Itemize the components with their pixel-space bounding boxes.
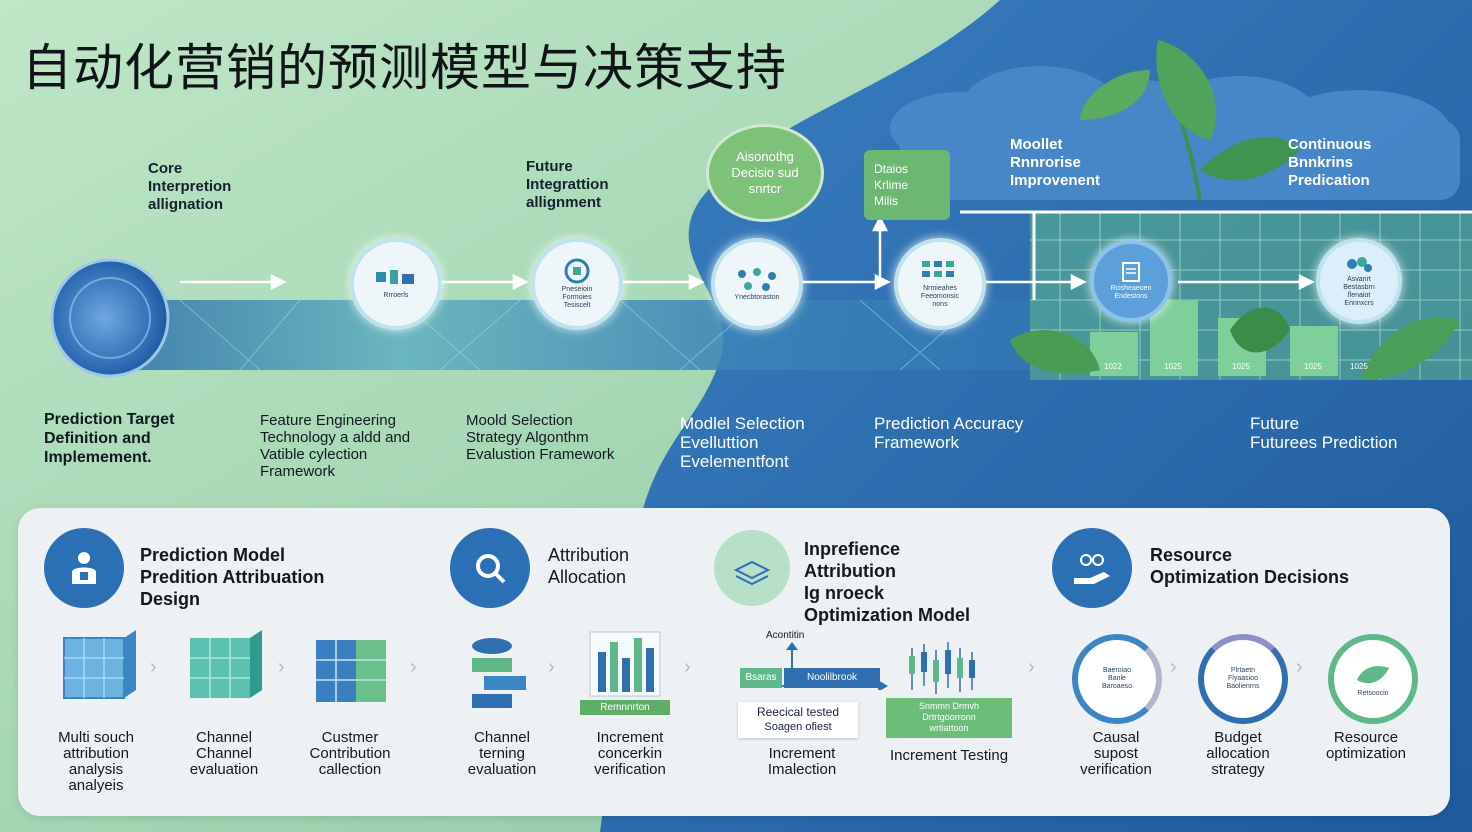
- section-1-badge: [44, 528, 124, 608]
- grid-icon: [922, 261, 954, 277]
- step-caption-6: Increment Imalection: [767, 745, 837, 778]
- ring-2: Plrtaetn Flyaasioo Baolienrns: [1198, 634, 1288, 724]
- section-3-badge: [714, 530, 790, 606]
- person-icon: [72, 552, 96, 584]
- gauge-icon: [564, 258, 590, 284]
- node-4: Nrmieahes Feeomonsic nons: [894, 238, 986, 330]
- decision-bubble-text: Aisonothg Decisio sud snrtcr: [731, 149, 799, 196]
- arrow-5: ›: [684, 656, 691, 678]
- node-1: Rrroerls: [350, 238, 442, 330]
- mid-label-3: Moold Selection Strategy Algonthm Evalus…: [466, 412, 615, 463]
- network-icon: [738, 268, 776, 291]
- top-label-model: Moollet Rnnrorise Improvenent: [1010, 136, 1101, 189]
- node-6-text: Asvanrt Bestasbrn flenaiot Ennnxcrs: [1343, 276, 1375, 307]
- arrow-4: ›: [548, 656, 555, 678]
- section-1-title: Prediction Model Predition Attribuation …: [140, 545, 325, 609]
- arrow-1: ›: [150, 656, 157, 678]
- step-caption-2: Channel Channel evaluation: [189, 729, 259, 778]
- stack-icon: [733, 560, 771, 586]
- arrow-6: ›: [1028, 656, 1035, 678]
- mid-label-2: Feature Engineering Technology a aldd an…: [260, 412, 411, 480]
- bsaras-tag: Bsaras: [740, 668, 782, 688]
- mid-label-5: Prediction Accuracy Framework: [874, 414, 1024, 452]
- hand-coins-icon: [1074, 554, 1110, 584]
- step-caption-7: Increment Testing: [889, 747, 1009, 764]
- ring-1-text: Baeroiao Banle Baroaeso: [1102, 667, 1132, 690]
- section-2-title: Attribution Allocation: [548, 545, 630, 587]
- ring-2-text: Plrtaetn Flyaasioo Baolienrns: [1226, 667, 1260, 690]
- node-2: Pneseioin Formoies Tesiscelt: [531, 238, 623, 330]
- bar-panel-icon: [589, 631, 661, 697]
- chart-label-5: 1025: [1350, 362, 1368, 371]
- node-4-text: Nrmieahes Feeomonsic nons: [920, 285, 960, 308]
- received-line-1: Reecical tested: [756, 705, 840, 719]
- chart-label-4: 1025: [1304, 362, 1322, 371]
- received-line-2: Soagen ofiest: [764, 721, 832, 733]
- step-caption-1: Multi souch attribution analysis analyei…: [58, 729, 134, 794]
- decision-bubble: Aisonothg Decisio sud snrtcr: [706, 124, 824, 222]
- node-5-text: Rcisheaeoen Endestons: [1110, 285, 1152, 300]
- green-info-box: Snmmn Drmvh Drtrtgoorronn wrtiattoon: [886, 698, 1012, 738]
- mid-label-4: Modlel Selection Evelluttion Evelementfo…: [680, 414, 805, 471]
- node-3: Ynecbtoraston: [711, 238, 803, 330]
- document-icon: [1122, 262, 1140, 282]
- step-caption-3: Custmer Contribution callection: [309, 729, 391, 778]
- magnifier-icon: [476, 554, 506, 584]
- mid-label-6: Future Futurees Prediction: [1250, 414, 1398, 452]
- ring-1: Baeroiao Banle Baroaeso: [1072, 634, 1162, 724]
- mid-label-1: Prediction Target Definition and Impleme…: [44, 411, 175, 466]
- cube-cluster-icon: [63, 630, 136, 699]
- top-label-2: Future Integrattion allignment: [526, 158, 609, 211]
- ring-3-text: Retsoocin: [1357, 690, 1389, 697]
- step-caption-9: Budget allocation strategy: [1206, 729, 1270, 778]
- section-4-title: Resource Optimization Decisions: [1150, 545, 1350, 587]
- puzzle-icon: [376, 270, 414, 284]
- chart-label-3: 1025: [1232, 362, 1250, 371]
- remnnrton-tag: Remnnrton: [580, 700, 670, 715]
- chart-label-1: 1022: [1104, 362, 1122, 371]
- arrow-8: ›: [1296, 656, 1303, 678]
- data-box: Dtaios Krlime Milis: [864, 150, 950, 220]
- map-leaf-icon: [1357, 666, 1389, 684]
- node-1-text: Rrroerls: [383, 292, 409, 299]
- section-3-title: Inprefience Attribution Ig nroeck Optimi…: [804, 539, 970, 625]
- chart-label-2: 1025: [1164, 362, 1182, 371]
- step-caption-4: Channel terning evaluation: [467, 729, 537, 778]
- arrow-3: ›: [410, 656, 417, 678]
- data-box-text: Dtaios Krlime Milis: [874, 162, 909, 208]
- node-6: Asvanrt Bestasbrn flenaiot Ennnxcrs: [1316, 238, 1402, 324]
- node-5: Rcisheaeoen Endestons: [1090, 240, 1172, 322]
- candle-chart-icon: [909, 642, 975, 694]
- node-2-text: Pneseioin Formoies Tesiscelt: [561, 286, 593, 309]
- noolilbrook-tag: Noolilbrook: [784, 668, 880, 688]
- step-caption-10: Resource optimization: [1325, 729, 1407, 762]
- page-title: 自动化营销的预测模型与决策支持: [22, 39, 787, 97]
- cluster-icon: [1347, 257, 1372, 272]
- received-tested-box: Reecical tested Soagen ofiest: [738, 702, 858, 738]
- node-3-text: Ynecbtoraston: [734, 294, 780, 301]
- acontition-label: Acontitin: [766, 630, 805, 641]
- blue-green-cube-icon: [316, 640, 386, 702]
- section-4-badge: [1052, 528, 1132, 608]
- ring-3: Retsoocin: [1328, 634, 1418, 724]
- top-label-1: Core Interpretion allignation: [148, 160, 232, 213]
- section-2-badge: [450, 528, 530, 608]
- teal-cube-icon: [190, 630, 262, 698]
- arrow-7: ›: [1170, 656, 1177, 678]
- step-caption-8: Causal supost verification: [1080, 729, 1152, 778]
- arrow-2: ›: [278, 656, 285, 678]
- step-caption-5: Increment concerkin verification: [594, 729, 666, 778]
- top-label-continuous: Continuous Bnnkrins Predication: [1288, 136, 1372, 189]
- layers-icon: [472, 638, 526, 708]
